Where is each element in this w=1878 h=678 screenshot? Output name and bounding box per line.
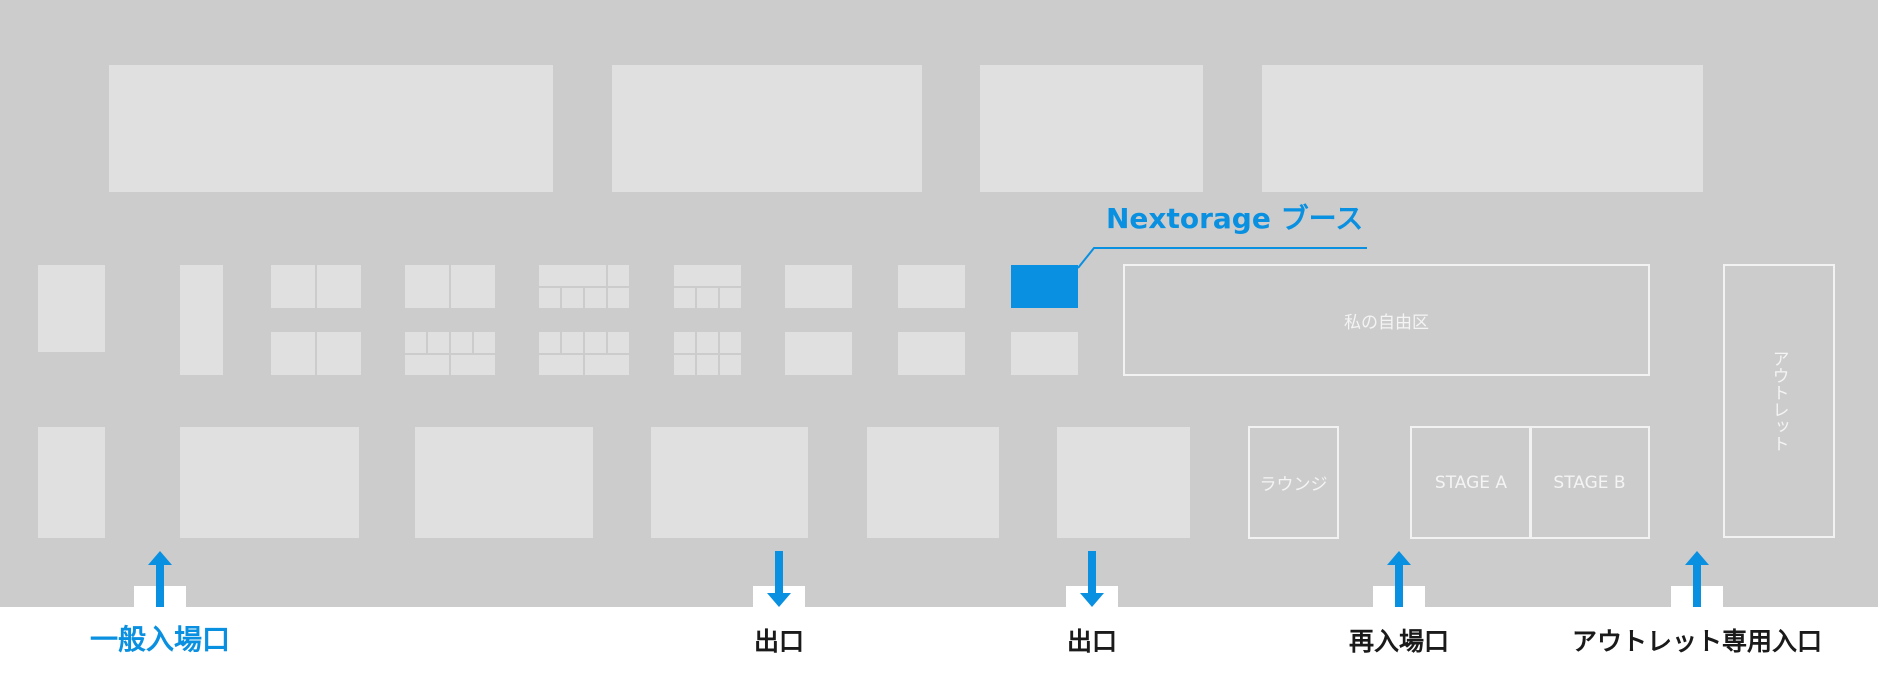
outlet-entrance-label: アウトレット専用入口: [1571, 627, 1823, 656]
exit-label: 出口: [1066, 627, 1118, 656]
booth-group: [674, 265, 741, 308]
reentry-label: 再入場口: [1348, 627, 1450, 656]
booth-block: [785, 265, 852, 308]
booth-block: [109, 65, 553, 192]
general-entrance-label: 一般入場口: [89, 623, 231, 656]
outlet-label: アウトレット: [1768, 350, 1789, 452]
booth-block: [180, 427, 359, 538]
lounge-label: ラウンジ: [1259, 475, 1328, 495]
booth-block: [898, 332, 965, 375]
booth-block: [38, 265, 105, 352]
booth-group: [271, 332, 361, 375]
nextorage-booth[interactable]: [1011, 265, 1078, 308]
free-zone-area: 私の自由区: [1123, 264, 1650, 376]
stage-b-label: STAGE B: [1553, 472, 1626, 493]
booth-block: [38, 427, 105, 538]
stage-a-area: STAGE A: [1410, 426, 1532, 539]
booth-block: [980, 65, 1203, 192]
arrow-up-icon: [1387, 551, 1411, 607]
booth-block: [1057, 427, 1190, 538]
stage-a-label: STAGE A: [1434, 472, 1508, 493]
booth-group: [405, 332, 495, 375]
booth-block: [612, 65, 922, 192]
booth-group: [539, 332, 629, 375]
booth-block: [180, 265, 223, 375]
free-zone-label: 私の自由区: [1344, 312, 1429, 333]
lounge-area: ラウンジ: [1248, 426, 1339, 539]
booth-block: [1011, 332, 1078, 375]
booth-group: [405, 265, 495, 308]
booth-block: [867, 427, 999, 538]
booth-block: [898, 265, 965, 308]
booth-block: [415, 427, 593, 538]
stage-b-area: STAGE B: [1529, 426, 1650, 539]
booth-group: [674, 332, 741, 375]
booth-block: [1262, 65, 1703, 192]
booth-group: [539, 265, 629, 308]
booth-group: [271, 265, 361, 308]
nextorage-booth-label: Nextorage ブース: [1106, 202, 1364, 235]
exit-label: 出口: [753, 627, 805, 656]
arrow-down-icon: [1080, 551, 1104, 607]
arrow-down-icon: [767, 551, 791, 607]
venue-floor: 私の自由区 アウトレット ラウンジ STAGE A STAGE B: [0, 0, 1878, 607]
booth-block: [651, 427, 808, 538]
arrow-up-icon: [148, 551, 172, 607]
outlet-area: アウトレット: [1723, 264, 1835, 538]
arrow-up-icon: [1685, 551, 1709, 607]
booth-block: [785, 332, 852, 375]
